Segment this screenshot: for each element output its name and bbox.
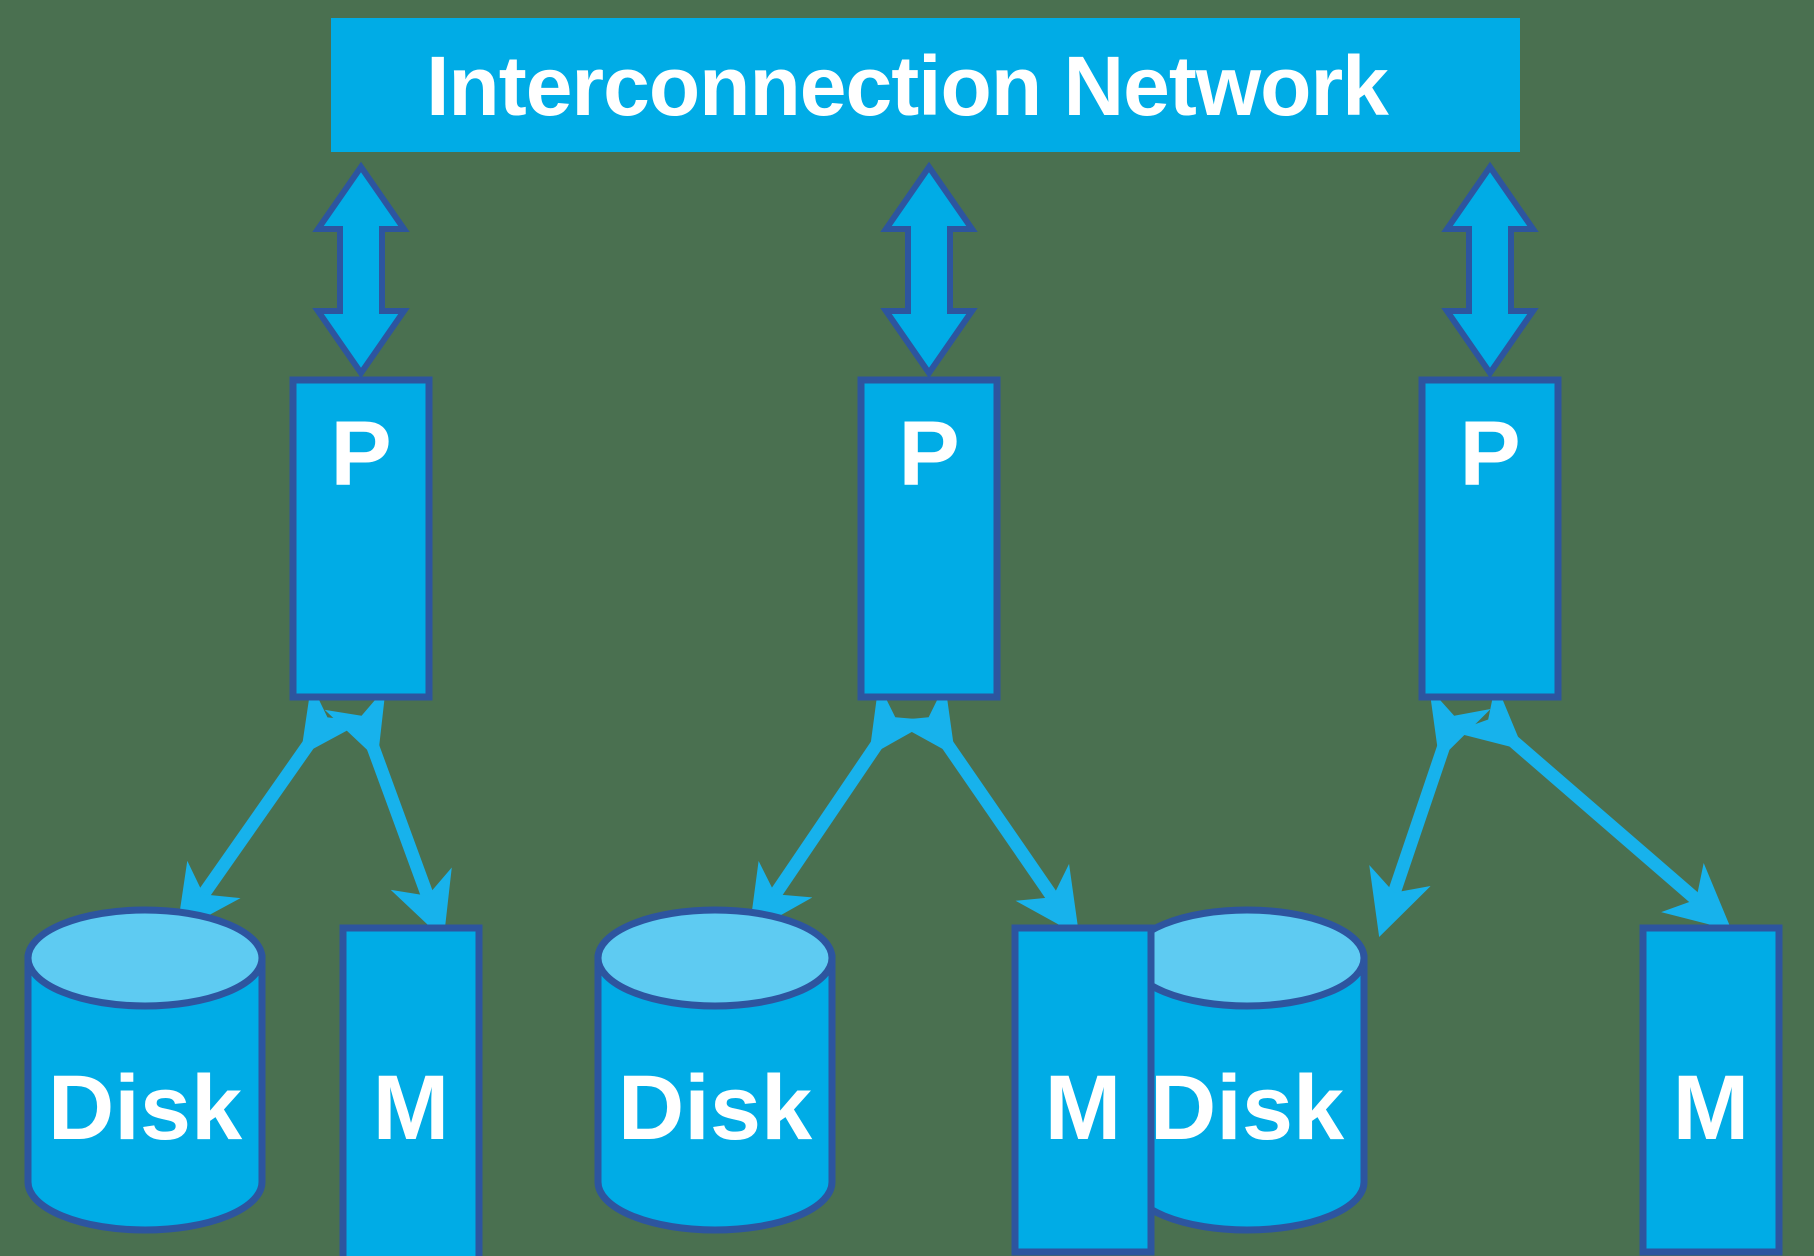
processor-memory-arrow-2 xyxy=(891,683,1080,936)
disk-cylinder-1[interactable] xyxy=(24,906,266,1234)
interconnection-network-bar[interactable] xyxy=(331,18,1520,152)
processor-box-3[interactable] xyxy=(1418,376,1562,701)
processor-disk-arrow-1 xyxy=(176,683,365,933)
network-to-processor-arrow-2 xyxy=(880,161,978,379)
disk-cylinder-2[interactable] xyxy=(594,906,836,1234)
network-to-processor-arrow-1 xyxy=(312,161,410,379)
network-to-processor-arrow-3 xyxy=(1441,161,1539,379)
processor-disk-arrow-2 xyxy=(749,683,933,933)
memory-box-3[interactable] xyxy=(1639,924,1783,1256)
disk-cylinder-3[interactable] xyxy=(1126,906,1368,1234)
processor-disk-arrow-3 xyxy=(1369,688,1491,938)
processor-box-2[interactable] xyxy=(857,376,1001,701)
processor-memory-arrow-1 xyxy=(324,687,452,940)
memory-box-2[interactable] xyxy=(1011,924,1155,1256)
processor-memory-arrow-3 xyxy=(1453,683,1732,931)
processor-box-1[interactable] xyxy=(289,376,433,701)
memory-box-1[interactable] xyxy=(339,924,483,1256)
